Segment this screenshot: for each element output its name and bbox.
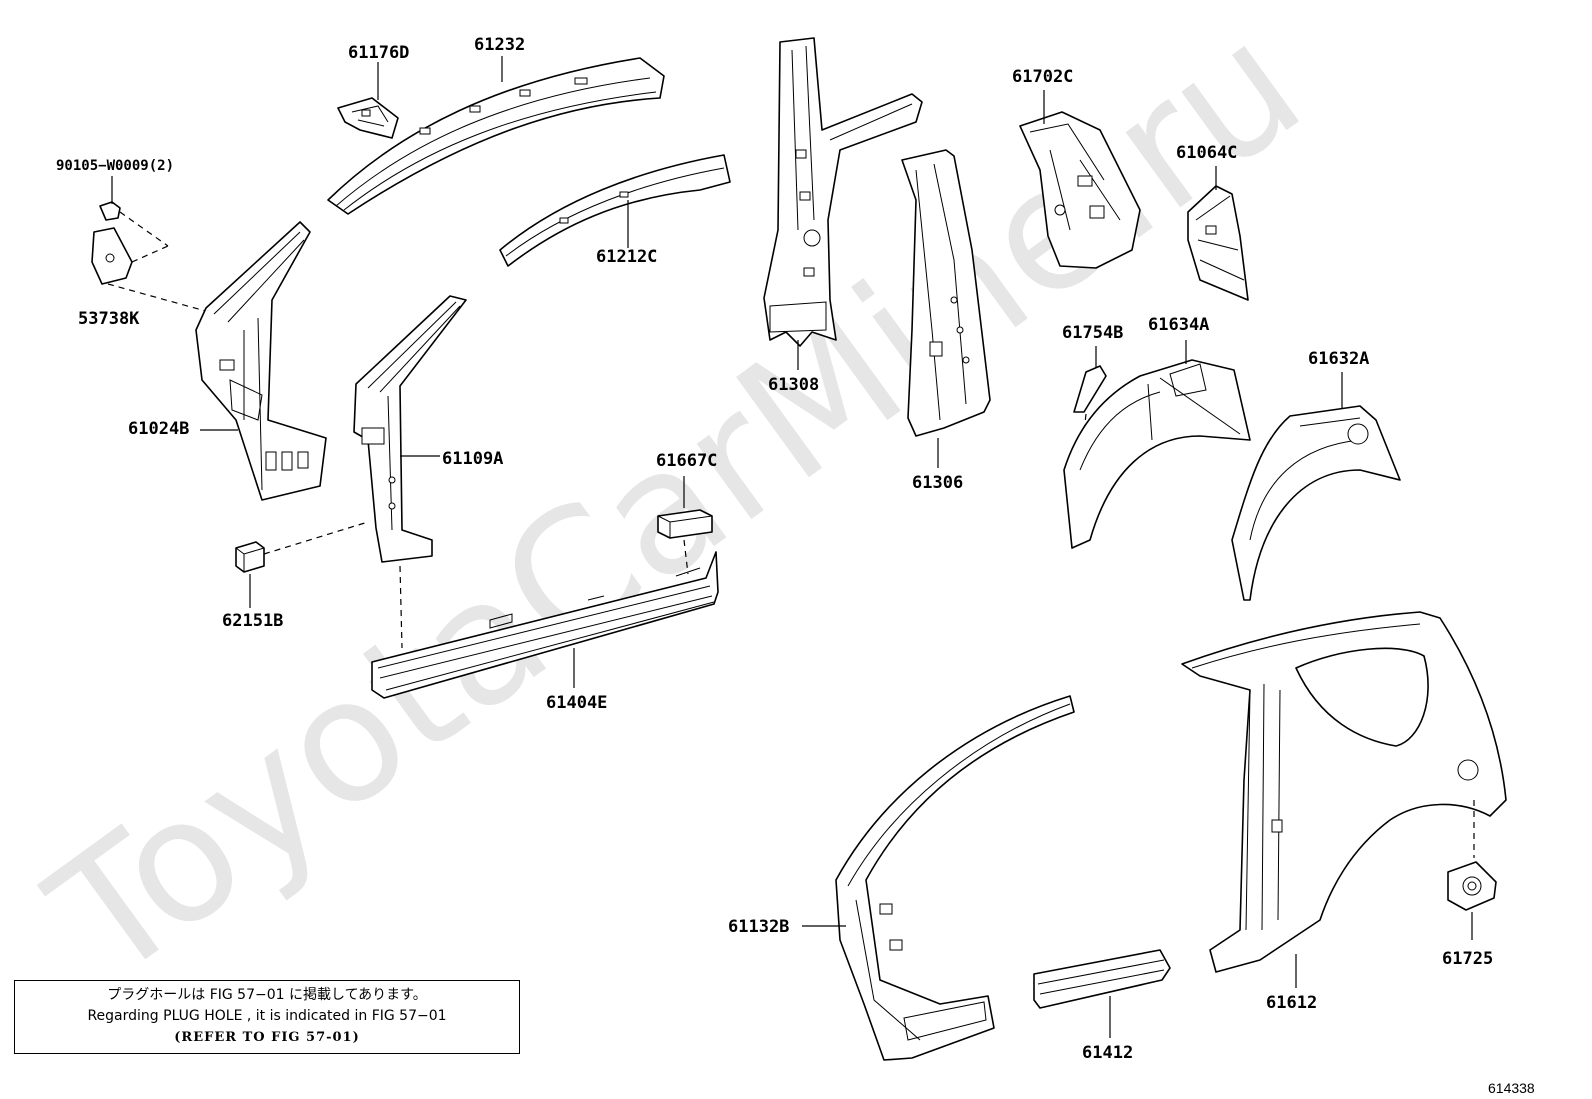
part-61212c-drawing (499, 154, 731, 267)
part-62151b-drawing (235, 521, 369, 608)
part-61024b-drawing (195, 221, 327, 501)
label-61667c: 61667C (656, 451, 717, 471)
label-61232: 61232 (474, 35, 525, 55)
part-53738k-drawing (91, 227, 221, 316)
part-61725-drawing (1447, 800, 1497, 940)
part-61404e-drawing (371, 551, 719, 699)
part-61109a-drawing (353, 295, 467, 649)
label-61308: 61308 (768, 375, 819, 395)
note-reference: (REFER TO FIG 57-01) (174, 1030, 360, 1045)
part-61308-drawing (763, 37, 923, 370)
figure-number: 614338 (1488, 1080, 1535, 1096)
label-61132b: 61132B (728, 917, 789, 937)
part-61612-drawing (1181, 611, 1507, 988)
label-61064c: 61064C (1176, 143, 1237, 163)
label-61634a: 61634A (1148, 315, 1209, 335)
part-90105-drawing (99, 176, 169, 247)
label-61024b: 61024B (128, 419, 189, 439)
label-61632a: 61632A (1308, 349, 1369, 369)
note-english: Regarding PLUG HOLE , it is indicated in… (87, 1008, 447, 1024)
part-61306-drawing (901, 149, 991, 468)
part-61634a-drawing (1063, 340, 1251, 549)
label-61212c: 61212C (596, 247, 657, 267)
note-japanese: プラグホールは FIG 57−01 に掲載してあります。 (107, 987, 427, 1003)
part-61667c-drawing (657, 476, 713, 575)
part-61232-drawing (327, 56, 665, 215)
label-61754b: 61754B (1062, 323, 1123, 343)
part-61702c-drawing (1019, 90, 1141, 269)
part-61632a-drawing (1231, 372, 1401, 601)
label-61412: 61412 (1082, 1043, 1133, 1063)
label-62151b: 62151B (222, 611, 283, 631)
label-61612: 61612 (1266, 993, 1317, 1013)
label-61306: 61306 (912, 473, 963, 493)
label-61176d: 61176D (348, 43, 409, 63)
label-90105: 90105−W0009(2) (56, 158, 174, 174)
label-61109a: 61109A (442, 449, 503, 469)
label-61725: 61725 (1442, 949, 1493, 969)
label-53738k: 53738K (78, 309, 140, 329)
part-61412-drawing (1033, 949, 1171, 1038)
watermark-text: ToyotaCarMine.ru (17, 0, 1336, 1019)
label-61404e: 61404E (546, 693, 607, 713)
part-61064c-drawing (1187, 166, 1249, 301)
part-61176d-drawing (337, 62, 399, 139)
label-61702c: 61702C (1012, 67, 1073, 87)
part-61132b-drawing (802, 695, 1075, 1061)
plug-hole-note: プラグホールは FIG 57−01 に掲載してあります。 Regarding P… (14, 980, 520, 1054)
